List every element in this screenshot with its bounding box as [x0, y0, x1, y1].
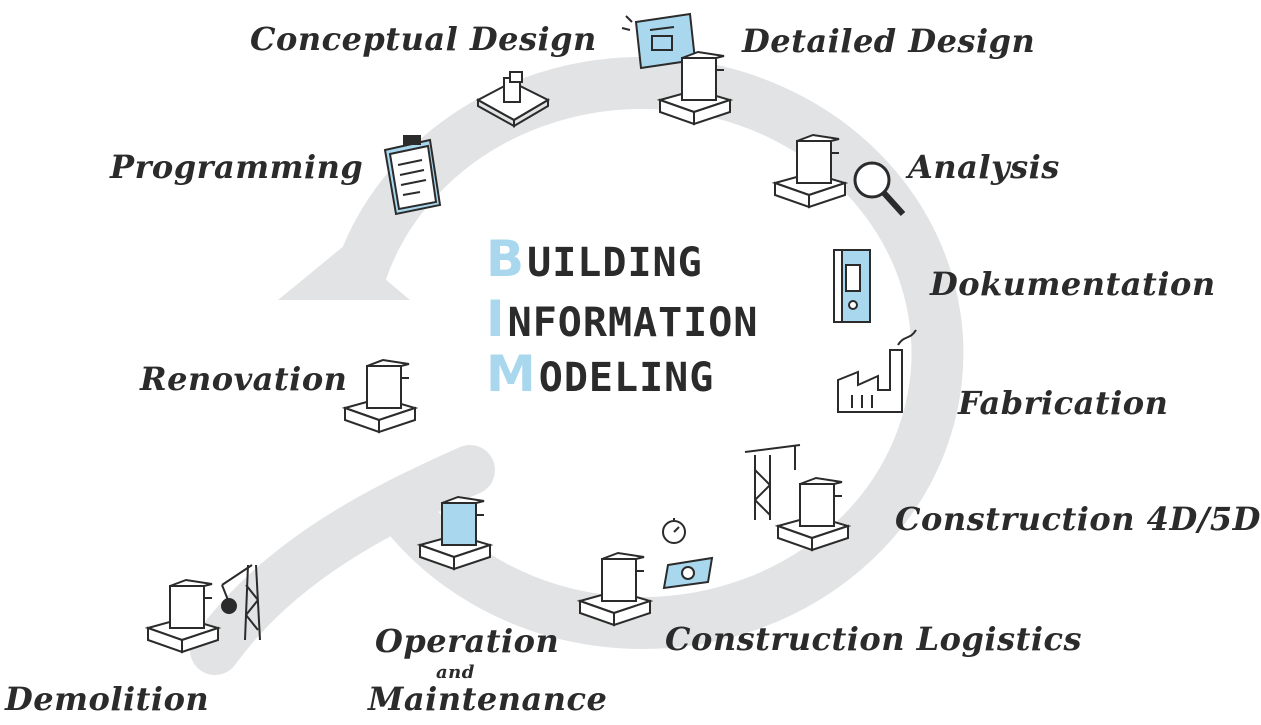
cycle-graphics: [144, 12, 964, 675]
title-rest-modeling: ODELING: [538, 355, 715, 401]
label-renovation: Renovation: [140, 360, 348, 398]
label-construction-logistics: Construction Logistics: [665, 620, 1082, 658]
label-detailed-design: Detailed Design: [742, 22, 1036, 60]
label-programming: Programming: [110, 148, 364, 186]
label-operation: Operation: [375, 622, 560, 660]
label-dokumentation: Dokumentation: [930, 265, 1216, 303]
cycle-arrowhead: [278, 245, 410, 300]
computer-workstation-icon: [341, 358, 419, 434]
tower-crane-icon: [744, 444, 801, 520]
title-rest-building: UILDING: [527, 240, 703, 286]
computer-workstation-icon: [774, 476, 852, 552]
title-initial-i: I: [486, 290, 506, 348]
computer-workstation-icon: [416, 495, 494, 571]
stopwatch-icon: [662, 518, 686, 544]
title-initial-b: B: [486, 230, 526, 288]
bim-cycle-diagram: BUILDING INFORMATION MODELING Conceptual…: [5, 12, 1261, 718]
computer-workstation-icon: [656, 50, 734, 126]
wrecking-ball-crane-icon: [221, 564, 261, 641]
title-line-modeling: MODELING: [486, 345, 714, 403]
magnifying-glass-icon: [853, 161, 906, 217]
clipboard-icon: [383, 135, 442, 216]
title-line-building: BUILDING: [486, 230, 703, 288]
massing-model-icon: [475, 71, 551, 128]
title-rest-information: NFORMATION: [507, 300, 759, 346]
label-conceptual-design: Conceptual Design: [250, 20, 597, 58]
label-analysis: Analysis: [908, 148, 1060, 186]
label-construction-4d5d: Construction 4D/5D: [895, 500, 1261, 538]
binder-icon: [833, 249, 871, 323]
computer-workstation-icon: [144, 578, 222, 654]
cycle-tail: [190, 445, 495, 675]
label-maintenance: Maintenance: [368, 680, 608, 718]
label-fabrication: Fabrication: [958, 384, 1169, 422]
title-initial-m: M: [486, 345, 537, 403]
label-demolition: Demolition: [5, 680, 210, 718]
label-and: and: [436, 662, 475, 683]
euro-banknote-icon: [662, 556, 714, 590]
title-line-information: INFORMATION: [486, 290, 758, 348]
factory-icon: [837, 329, 917, 413]
computer-workstation-icon: [771, 133, 849, 209]
computer-workstation-icon: [576, 551, 654, 627]
